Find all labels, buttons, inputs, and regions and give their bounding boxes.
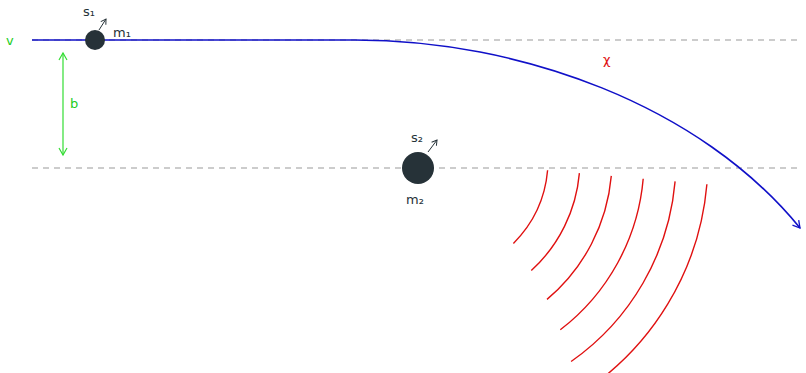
mass-label: m₂ [406,193,424,206]
spin-arrow [428,140,437,152]
impact-parameter-label: b [70,97,78,110]
wave-front [571,181,675,361]
wave-front [531,173,579,271]
mass-label: m₁ [113,26,131,39]
wave-front [579,184,707,373]
spin-label: s₁ [83,5,95,18]
impact-parameter-arrow [62,53,63,155]
mass-one [85,30,105,50]
velocity-label: v [6,34,14,47]
scattering-angle-label: χ [603,53,611,66]
gravitational-waves [513,170,707,373]
trajectory [32,40,800,228]
mass-two [402,152,434,184]
spin-arrow [99,19,106,30]
wave-front [547,176,611,300]
spin-label: s₂ [411,131,423,144]
wave-front [560,179,643,330]
wave-front [513,170,547,243]
